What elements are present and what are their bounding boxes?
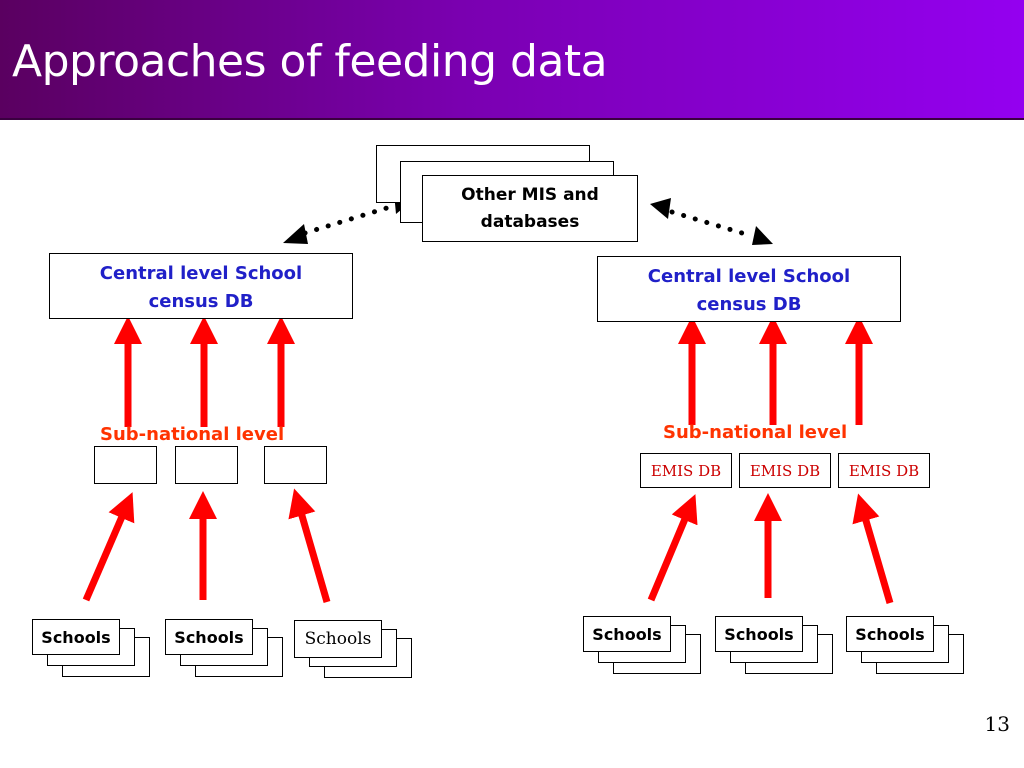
left-school-label-2: Schools (174, 627, 244, 647)
mis-label: Other MIS and databases (461, 184, 599, 232)
right-school-label-2: Schools (724, 624, 794, 644)
right-school-label-3: Schools (855, 624, 925, 644)
mis-box: Other MIS and databases (422, 175, 638, 242)
left-subnational-label: Sub-national level (100, 424, 285, 445)
right-arrows-to-central (678, 316, 873, 425)
left-subnational-box-3 (264, 446, 327, 484)
page-number: 13 (984, 712, 1010, 736)
left-subnational-box-1 (94, 446, 157, 484)
left-arrows-to-central (114, 316, 295, 427)
slide-title: Approaches of feeding data (12, 36, 608, 87)
emis-db-box-2: EMIS DB (739, 453, 831, 488)
left-school-label-1: Schools (41, 627, 111, 647)
emis-db-label-2: EMIS DB (749, 461, 821, 480)
left-arrows-from-schools (82, 488, 331, 603)
right-central-db: Central level School census DB (597, 256, 901, 322)
left-subnational-box-2 (175, 446, 238, 484)
right-central-label: Central level School census DB (647, 266, 851, 315)
emis-db-label-3: EMIS DB (848, 461, 920, 480)
dotted-connector-right (650, 198, 773, 245)
left-central-label: Central level School census DB (99, 263, 303, 312)
emis-db-label-1: EMIS DB (650, 461, 722, 480)
right-subnational-label: Sub-national level (663, 422, 848, 443)
right-school-label-1: Schools (592, 624, 662, 644)
emis-db-box-3: EMIS DB (838, 453, 930, 488)
left-school-label-3: Schools (304, 629, 372, 649)
right-arrows-from-schools (647, 493, 894, 604)
emis-db-box-1: EMIS DB (640, 453, 732, 488)
left-central-db: Central level School census DB (49, 253, 353, 319)
title-bar: Approaches of feeding data (0, 0, 1024, 120)
